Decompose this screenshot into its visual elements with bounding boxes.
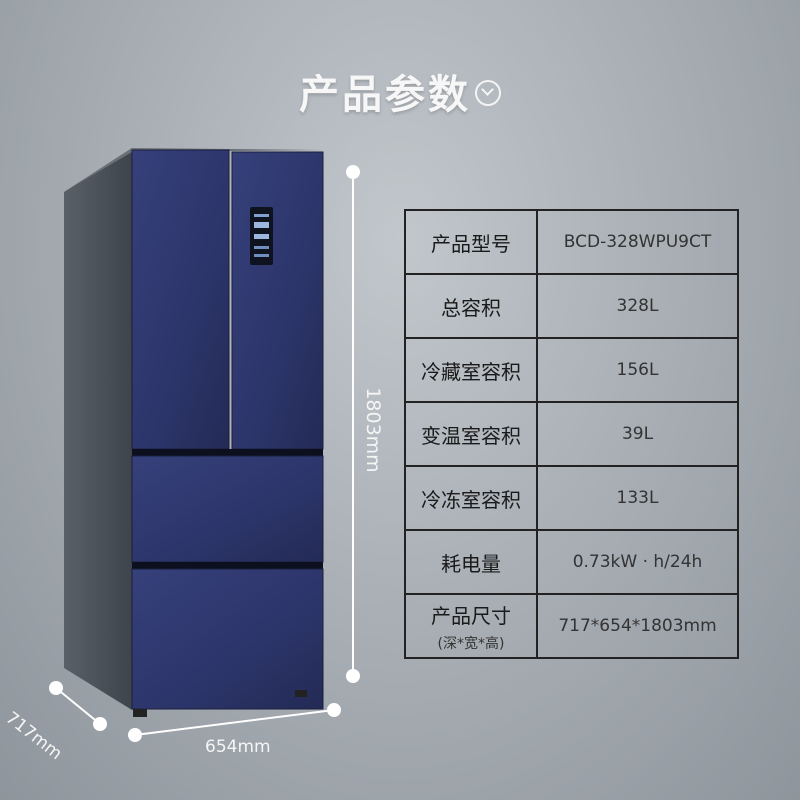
right-door: [231, 151, 324, 450]
table-row: 产品尺寸 (深*宽*高) 717*654*1803mm: [404, 593, 739, 659]
spec-value: 39L: [536, 401, 739, 467]
spec-value: BCD-328WPU9CT: [536, 209, 739, 275]
spec-key: 总容积: [404, 273, 538, 339]
spec-value: 133L: [536, 465, 739, 531]
spec-key-cell: 产品尺寸 (深*宽*高): [404, 593, 538, 659]
spec-key-subtitle: (深*宽*高): [437, 635, 505, 652]
width-dimension-label: 654mm: [205, 737, 271, 757]
table-row: 产品型号 BCD-328WPU9CT: [404, 209, 739, 275]
spec-value: 717*654*1803mm: [536, 593, 739, 659]
spec-value: 156L: [536, 337, 739, 403]
table-row: 耗电量 0.73kW · h/24h: [404, 529, 739, 595]
bottom-drawer: [131, 568, 324, 710]
page-title-text: 产品参数: [299, 72, 471, 118]
spec-table: 产品型号 BCD-328WPU9CT 总容积 328L 冷藏室容积 156L 变…: [404, 209, 739, 659]
table-row: 冷藏室容积 156L: [404, 337, 739, 403]
spec-key: 冷冻室容积: [404, 465, 538, 531]
chevron-down-icon: [475, 80, 501, 106]
height-dimension-label: 1803mm: [362, 387, 384, 473]
left-door: [131, 149, 230, 450]
middle-drawer: [131, 455, 324, 563]
page-title: 产品参数: [0, 62, 800, 120]
spec-value: 328L: [536, 273, 739, 339]
table-row: 变温室容积 39L: [404, 401, 739, 467]
spec-key: 耗电量: [404, 529, 538, 595]
spec-key: 冷藏室容积: [404, 337, 538, 403]
spec-key: 产品型号: [404, 209, 538, 275]
fridge-side-panel: [64, 148, 132, 710]
spec-key: 变温室容积: [404, 401, 538, 467]
spec-value: 0.73kW · h/24h: [536, 529, 739, 595]
table-row: 总容积 328L: [404, 273, 739, 339]
table-row: 冷冻室容积 133L: [404, 465, 739, 531]
spec-key: 产品尺寸: [431, 603, 511, 628]
